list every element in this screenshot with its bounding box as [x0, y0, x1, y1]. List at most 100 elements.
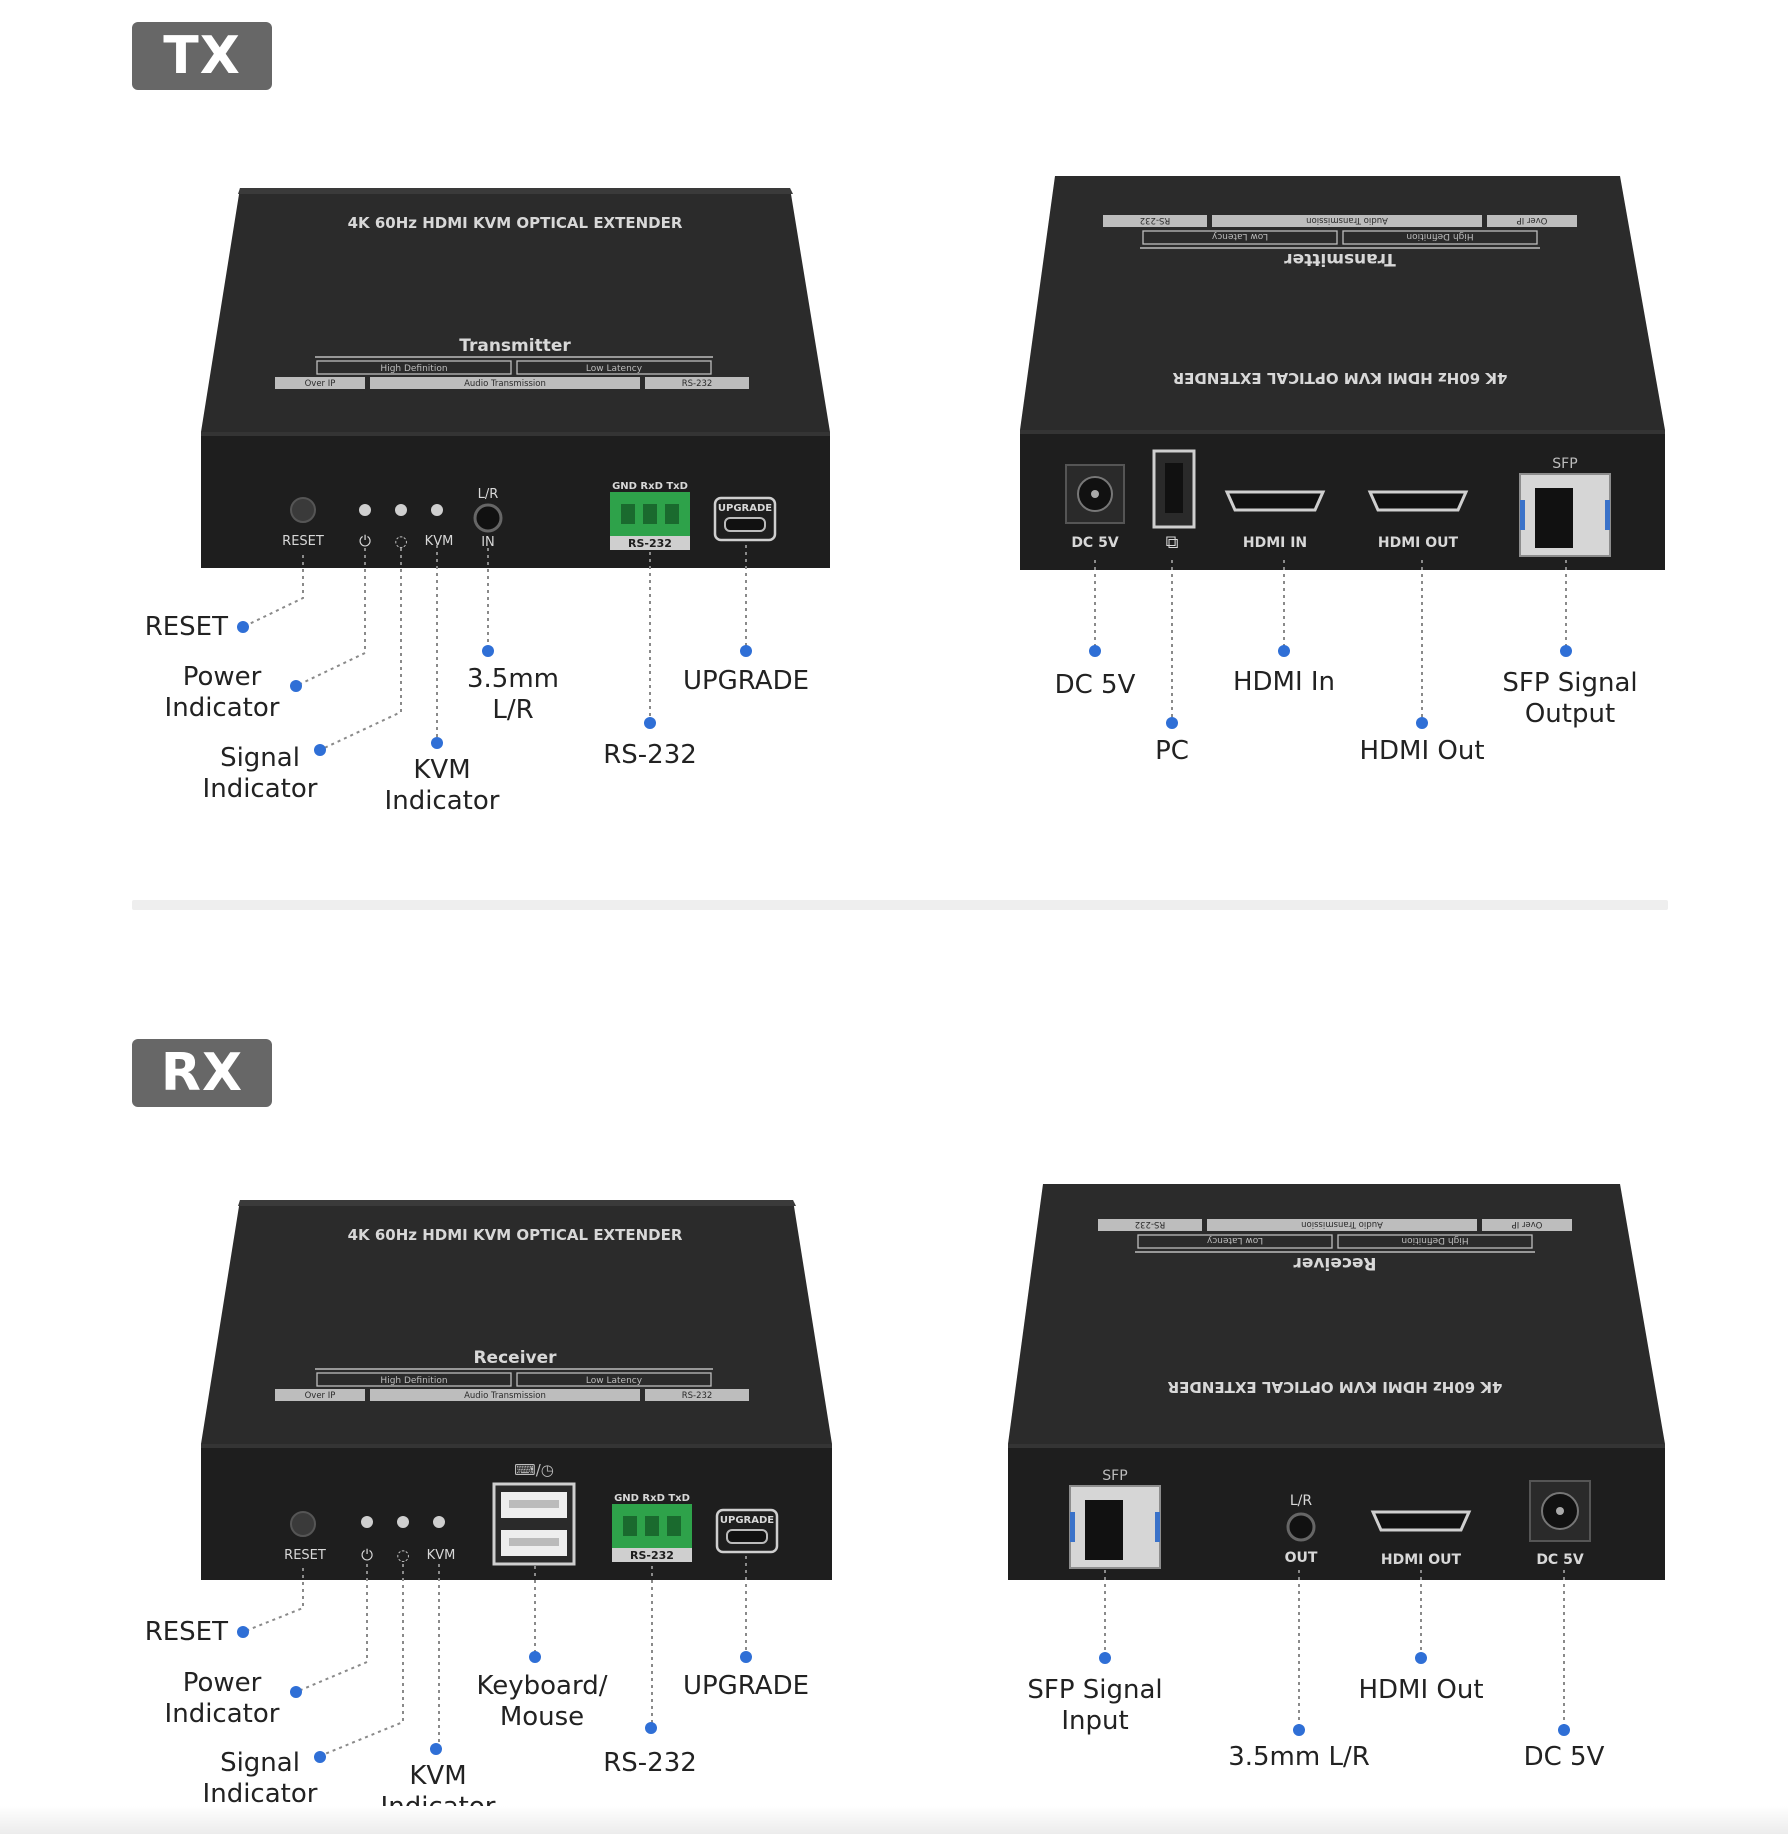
bottom-edge-shade — [0, 1806, 1788, 1834]
signal-led — [397, 1516, 409, 1528]
rx-rs232-label: RS-232 — [603, 1748, 697, 1778]
tx-hdmi-out-label: HDMI Out — [1359, 736, 1485, 766]
reset-button — [290, 1511, 316, 1537]
audio-jack — [473, 503, 503, 533]
leader-dot — [431, 737, 443, 749]
tx-dc-label: DC 5V — [1054, 670, 1136, 700]
power-icon: ⏻ — [361, 1546, 373, 1564]
device-top-surface — [201, 1200, 832, 1444]
device-top-title: 4K 60Hz HDMI KVM OPTICAL EXTENDER — [1172, 369, 1507, 387]
leader-dot — [290, 680, 302, 692]
tx-sfp-output-label: SFP Signal Output — [1502, 668, 1638, 729]
leader-dot — [645, 1722, 657, 1734]
signal-icon: ◌ — [394, 532, 407, 550]
device-role-text: Receiver — [1293, 1253, 1377, 1273]
leader-dot — [237, 621, 249, 633]
panel-upgrade-text: UPGRADE — [718, 503, 772, 514]
tx-power-indicator-label: Power Indicator — [164, 662, 280, 723]
feature-badge-text: Audio Transmission — [1306, 215, 1388, 225]
feature-badge-text: Audio Transmission — [464, 379, 546, 389]
tx-hdmi-in-label: HDMI In — [1232, 667, 1336, 697]
terminal-label-text: RS-232 — [628, 537, 672, 550]
leader-dot — [290, 1686, 302, 1698]
feature-badge-text: Over IP — [1517, 215, 1548, 225]
tx-audio-label: 3.5mm L/R — [466, 664, 559, 725]
leader-dot — [644, 717, 656, 729]
feature-badge — [370, 377, 640, 389]
leader-dot — [1089, 645, 1101, 657]
feature-badge-text: Low Latency — [1206, 1235, 1263, 1245]
signal-icon: ◌ — [396, 1546, 409, 1564]
panel-lr-out-text: OUT — [1285, 1550, 1318, 1566]
panel-reset-text: RESET — [284, 1548, 326, 1563]
feature-badge-text: Over IP — [305, 379, 336, 389]
panel-lr-in-text: IN — [481, 535, 495, 550]
feature-badge — [645, 377, 749, 389]
device-top-surface — [1008, 1184, 1665, 1444]
leader-dot — [740, 1651, 752, 1663]
tx-front-leader-lines — [237, 545, 752, 756]
reset-button — [290, 497, 316, 523]
audio-jack — [1286, 1512, 1316, 1542]
feature-badge-text: Over IP — [305, 1391, 336, 1401]
leader-dot — [1293, 1724, 1305, 1736]
section-divider — [132, 900, 1668, 910]
power-led — [359, 504, 371, 516]
rx-dc-label: DC 5V — [1523, 1742, 1605, 1772]
device-top-surface — [1020, 176, 1665, 430]
device-role-text: Transmitter — [459, 336, 571, 356]
panel-hdmi-in-text: HDMI IN — [1243, 535, 1307, 551]
feature-badge — [1487, 215, 1577, 227]
leader-dot — [1560, 645, 1572, 657]
leader-dot — [1416, 717, 1428, 729]
tx-kvm-indicator-label: KVM Indicator — [384, 755, 500, 816]
panel-dc-text: DC 5V — [1536, 1552, 1584, 1568]
rx-audio-label: 3.5mm L/R — [1228, 1742, 1370, 1772]
feature-badge-text: RS-232 — [1140, 215, 1171, 225]
leader-dot — [740, 645, 752, 657]
terminal-label-plate — [612, 1548, 692, 1562]
rx-power-indicator-label: Power Indicator — [164, 1668, 280, 1729]
rx-keyboard-mouse-label: Keyboard/ Mouse — [476, 1671, 608, 1732]
feature-badge — [1207, 1219, 1477, 1231]
rx-back-device-illustration: Receiver High Definition Low Latency Ove… — [1008, 1184, 1665, 1580]
leader-dot — [1099, 1652, 1111, 1664]
feature-badge-text: RS-232 — [682, 1391, 713, 1401]
panel-sfp-text: SFP — [1552, 456, 1577, 472]
feature-badge — [1142, 230, 1338, 245]
hdmi-in-port — [1224, 490, 1326, 512]
feature-badge — [316, 1372, 512, 1387]
tx-pc-label: PC — [1155, 736, 1189, 766]
tx-upgrade-label: UPGRADE — [682, 666, 810, 696]
tx-back-device-illustration: Transmitter High Definition Low Latency … — [1020, 176, 1665, 570]
feature-badge-text: RS-232 — [682, 379, 713, 389]
tx-rs232-label: RS-232 — [603, 740, 697, 770]
feature-badge — [516, 1372, 712, 1387]
device-role-text: Transmitter — [1284, 249, 1396, 269]
feature-badge — [1103, 215, 1207, 227]
leader-dot — [237, 1626, 249, 1638]
panel-dc-text: DC 5V — [1071, 535, 1119, 551]
kvm-led — [431, 504, 443, 516]
feature-badge — [1482, 1219, 1572, 1231]
feature-badge-text: Over IP — [1512, 1219, 1543, 1229]
feature-badge — [516, 360, 712, 375]
tx-front-device-illustration: 4K 60Hz HDMI KVM OPTICAL EXTENDER Transm… — [201, 188, 830, 568]
panel-hdmi-out-text: HDMI OUT — [1381, 1552, 1462, 1568]
device-role-text: Receiver — [473, 1348, 557, 1368]
rx-section-tag: RX — [132, 1039, 272, 1107]
rx-reset-label: RESET — [144, 1617, 228, 1647]
feature-badge — [1098, 1219, 1202, 1231]
upgrade-port-frame — [715, 1508, 779, 1554]
panel-kvm-text: KVM — [425, 534, 454, 549]
panel-lr-text: L/R — [1290, 1493, 1313, 1509]
tx-section-tag: TX — [132, 22, 272, 90]
rx-front-device-illustration: 4K 60Hz HDMI KVM OPTICAL EXTENDER Receiv… — [201, 1200, 832, 1580]
leader-dot — [1558, 1724, 1570, 1736]
tx-reset-label: RESET — [144, 612, 228, 642]
terminal-label-plate — [610, 536, 690, 550]
panel-reset-text: RESET — [282, 534, 324, 549]
leader-dot — [314, 1751, 326, 1763]
tx-back-leader-lines — [1089, 560, 1572, 729]
